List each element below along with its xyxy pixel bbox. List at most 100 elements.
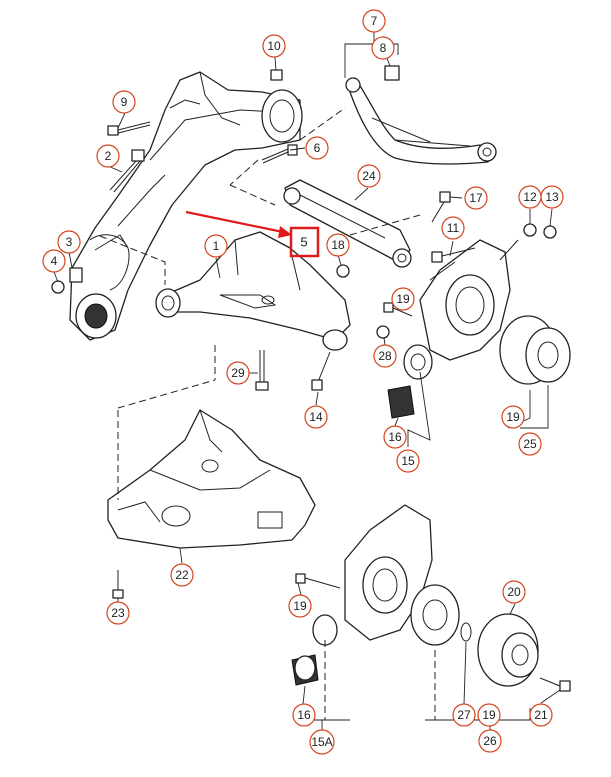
bolt-6 <box>261 144 298 164</box>
washer-12-13 <box>523 223 557 239</box>
callout-8: 8 <box>371 36 395 60</box>
callout-2: 2 <box>96 144 120 168</box>
svg-text:12: 12 <box>523 190 537 204</box>
callout-19-d: 19 <box>477 703 501 727</box>
svg-text:5: 5 <box>300 235 307 250</box>
svg-text:16: 16 <box>388 430 402 444</box>
upper-arm-7 <box>345 77 497 165</box>
callout-25: 25 <box>518 432 542 456</box>
washer-3 <box>69 267 83 283</box>
callout-28: 28 <box>373 344 397 368</box>
callout-1: 1 <box>204 234 228 258</box>
svg-text:19: 19 <box>396 292 410 306</box>
nut-18 <box>336 264 350 278</box>
bolt-2 <box>109 149 145 193</box>
svg-text:4: 4 <box>51 254 58 268</box>
callout-6: 6 <box>305 136 329 160</box>
svg-text:22: 22 <box>175 568 189 582</box>
underbody-shield-22 <box>107 409 316 549</box>
callout-23: 23 <box>106 601 130 625</box>
callout-4: 4 <box>42 249 66 273</box>
svg-text:27: 27 <box>457 708 471 722</box>
nut-28 <box>376 325 390 339</box>
wheel-bearing-housing-lower <box>312 504 433 646</box>
callout-17: 17 <box>464 186 488 210</box>
callout-18: 18 <box>326 233 350 257</box>
svg-text:26: 26 <box>483 734 497 748</box>
circlip-27 <box>460 622 472 642</box>
bearing-flange-lower <box>410 584 460 646</box>
svg-text:20: 20 <box>507 585 521 599</box>
bushing-16-upper <box>387 344 433 419</box>
bolt-19-upper <box>383 302 413 317</box>
svg-text:16: 16 <box>297 708 311 722</box>
bolt-17 <box>431 191 451 223</box>
callout-29: 29 <box>226 361 250 385</box>
callout-12: 12 <box>518 185 542 209</box>
svg-text:29: 29 <box>231 366 245 380</box>
svg-text:7: 7 <box>371 14 378 28</box>
svg-text:15: 15 <box>401 454 415 468</box>
callout-3: 3 <box>57 230 81 254</box>
svg-text:18: 18 <box>331 238 345 252</box>
callout-9: 9 <box>112 90 136 114</box>
svg-text:25: 25 <box>523 437 537 451</box>
link-24 <box>283 179 412 268</box>
svg-text:14: 14 <box>309 410 323 424</box>
bolt-10 <box>270 69 283 81</box>
wheel-hub-upper <box>499 315 571 385</box>
callout-20: 20 <box>502 580 526 604</box>
svg-text:24: 24 <box>362 169 376 183</box>
screw-23 <box>112 570 124 599</box>
callout-15: 15 <box>396 449 420 473</box>
callout-16-lower: 16 <box>292 703 316 727</box>
bolt-9 <box>107 121 151 136</box>
svg-text:21: 21 <box>534 708 548 722</box>
callout-19-b: 19 <box>501 405 525 429</box>
lower-wishbone-1 <box>155 231 351 351</box>
svg-text:1: 1 <box>213 239 220 253</box>
bolt-19-lower <box>295 573 341 589</box>
callout-27: 27 <box>452 703 476 727</box>
svg-text:9: 9 <box>121 95 128 109</box>
callout-26: 26 <box>478 729 502 753</box>
svg-text:8: 8 <box>380 41 387 55</box>
svg-text:28: 28 <box>378 349 392 363</box>
callout-10: 10 <box>262 34 286 58</box>
rear-subframe <box>69 71 303 341</box>
wheel-hub-20 <box>477 613 539 687</box>
svg-text:19: 19 <box>506 410 520 424</box>
nut-4 <box>51 280 65 294</box>
highlight-arrow <box>185 210 292 238</box>
svg-text:13: 13 <box>545 190 559 204</box>
callout-11: 11 <box>441 216 465 240</box>
callout-21: 21 <box>529 703 553 727</box>
hub-bolt-21 <box>539 677 571 692</box>
svg-text:17: 17 <box>469 191 483 205</box>
bolt-11 <box>431 247 476 263</box>
callout-7: 7 <box>362 9 386 33</box>
callout-14: 14 <box>304 405 328 429</box>
wheel-bearing-housing-upper <box>419 239 519 361</box>
callout-19-c: 19 <box>288 594 312 618</box>
highlight-box <box>289 226 320 258</box>
assembly-lines <box>99 107 436 720</box>
svg-text:6: 6 <box>314 141 321 155</box>
leader-lines <box>53 32 561 730</box>
svg-text:19: 19 <box>293 599 307 613</box>
bolt-29 <box>255 350 269 391</box>
bushing-16-lower <box>291 654 319 686</box>
svg-text:15A: 15A <box>311 735 332 749</box>
svg-text:11: 11 <box>447 221 460 235</box>
callout-15A: 15A <box>309 729 335 755</box>
svg-text:23: 23 <box>111 606 125 620</box>
callout-19-a: 19 <box>391 287 415 311</box>
bolt-14 <box>311 351 331 391</box>
callout-22: 22 <box>170 563 194 587</box>
svg-text:19: 19 <box>482 708 496 722</box>
svg-text:10: 10 <box>267 39 281 53</box>
bushing-8 <box>384 65 400 81</box>
callout-24: 24 <box>357 164 381 188</box>
callout-16-upper: 16 <box>383 425 407 449</box>
